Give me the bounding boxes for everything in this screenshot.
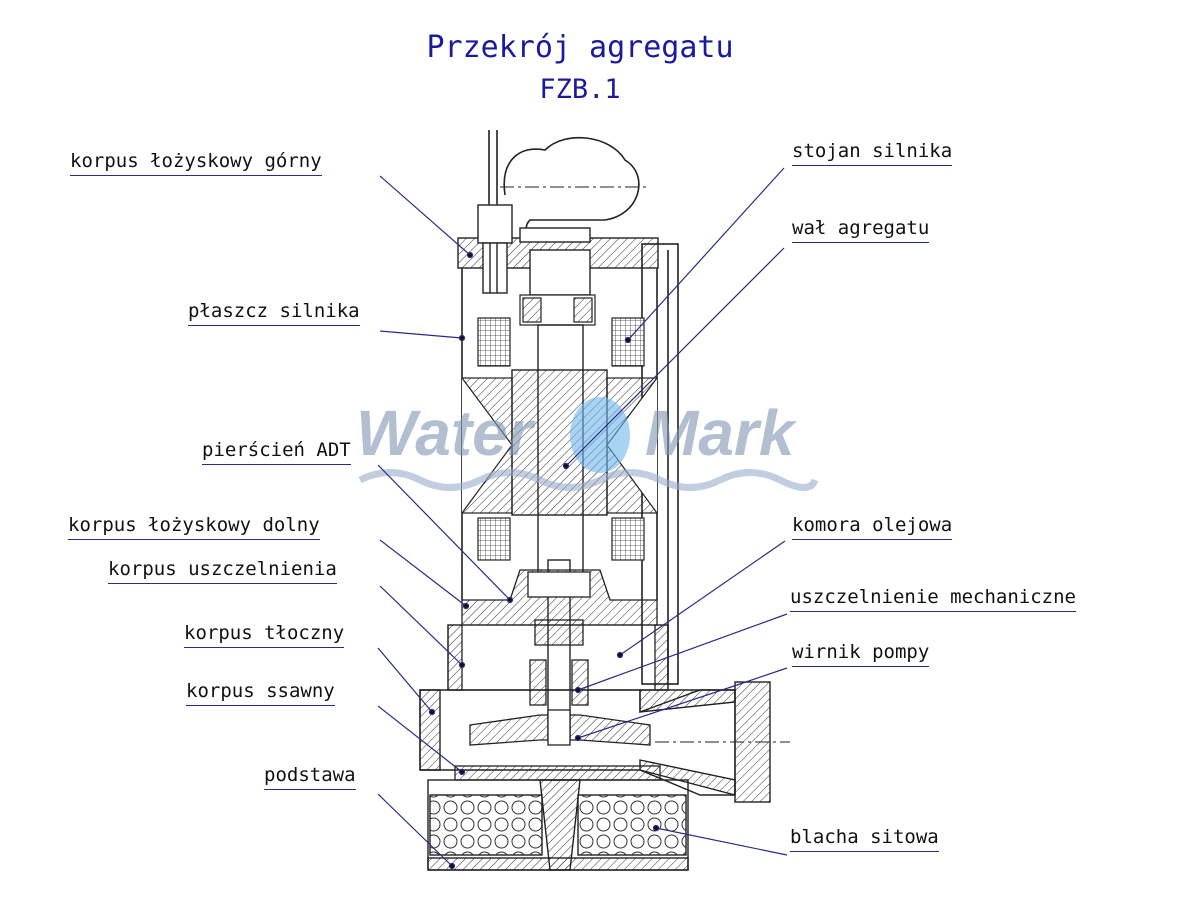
top-cover [457, 204, 659, 296]
label-adt-ring: pierścień ADT [202, 441, 351, 465]
label-motor-stator: stojan silnika [792, 142, 953, 166]
stator-windings [477, 317, 645, 561]
rotor-and-shaft [511, 324, 608, 741]
label-discharge-housing: korpus tłoczny [184, 624, 345, 648]
label-mechanical-seal: uszczelnienie mechaniczne [790, 588, 1076, 612]
diagram-subtitle: FZB.1 [539, 74, 621, 105]
watermark-logo: Water Mark [356, 397, 819, 491]
leader-lines [377, 167, 788, 870]
diagram-title: Przekrój agregatu [426, 30, 734, 65]
label-screen-plate: blacha sitowa [790, 828, 939, 852]
label-lower-bearing-housing: korpus łożyskowy dolny [68, 516, 320, 540]
cable-and-handle [488, 130, 650, 242]
upper-bearing [519, 294, 596, 326]
label-upper-bearing-housing: korpus łożyskowy górny [70, 152, 322, 176]
base-with-screen [427, 779, 689, 871]
suction-housing [454, 765, 661, 781]
label-pump-impeller: wirnik pompy [792, 643, 930, 667]
impeller [469, 709, 651, 746]
label-seal-housing: korpus uszczelnienia [108, 560, 337, 584]
label-unit-shaft: wał agregatu [792, 219, 930, 243]
label-suction-housing: korpus ssawny [186, 682, 335, 706]
label-base: podstawa [264, 766, 356, 790]
label-motor-casing: płaszcz silnika [188, 302, 360, 326]
label-oil-chamber: komora olejowa [792, 516, 953, 540]
lower-bearing-housing [461, 569, 658, 626]
watermark-word-2: Mark [645, 397, 798, 469]
seal-housing-and-oil-chamber [447, 619, 669, 706]
watermark-word-1: Water [356, 397, 536, 469]
